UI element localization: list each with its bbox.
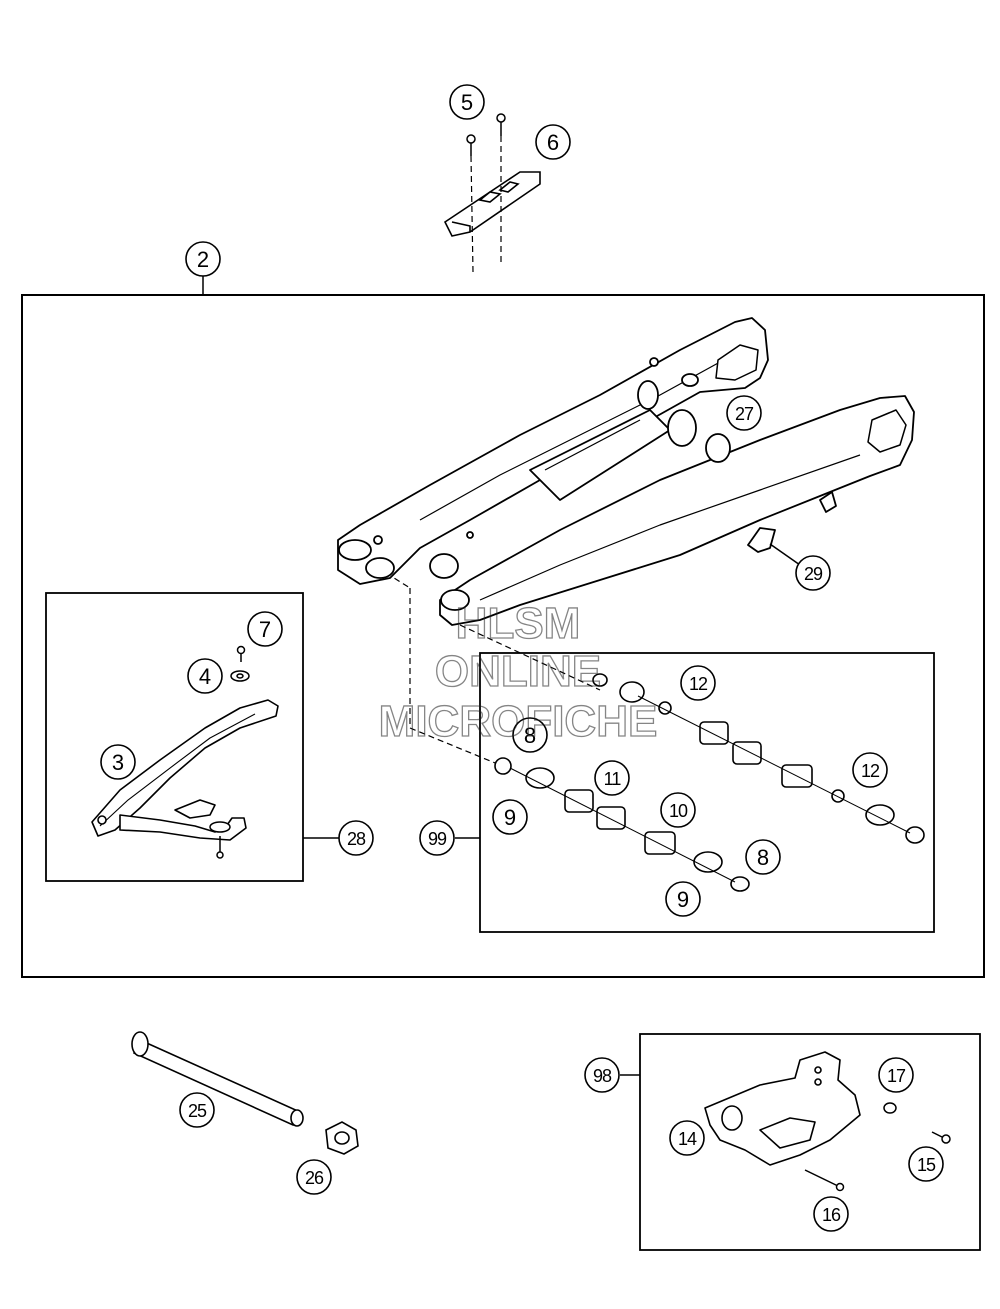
- callout-leaders: [202, 276, 801, 1076]
- part-pivot-shaft: [131, 1031, 304, 1127]
- callout-circle: [187, 658, 223, 694]
- callout-16: 16: [813, 1196, 849, 1232]
- watermark-text: ONLINE: [435, 647, 601, 696]
- callout-number: 12: [689, 674, 708, 694]
- callout-6: 6: [535, 124, 571, 160]
- callout-number: 14: [678, 1129, 697, 1149]
- part-chain-guide: [704, 1051, 861, 1166]
- callout-number: 15: [917, 1155, 936, 1175]
- callout-27: 27: [726, 395, 762, 431]
- callout-8-upper: 8: [512, 717, 548, 753]
- callout-circle: [795, 555, 831, 591]
- callout-99: 99: [419, 820, 455, 856]
- callout-5: 5: [449, 84, 485, 120]
- callout-circle: [185, 241, 221, 277]
- callout-circle: [512, 717, 548, 753]
- callout-29: 29: [795, 555, 831, 591]
- part-bolts-5: [466, 113, 506, 156]
- callout-26: 26: [296, 1159, 332, 1195]
- callout-circle: [296, 1159, 332, 1195]
- callout-number: 2: [197, 247, 209, 272]
- callout-circle: [584, 1057, 620, 1093]
- callout-number: 5: [461, 90, 473, 115]
- callout-9-left: 9: [492, 799, 528, 835]
- callout-number: 28: [347, 829, 366, 849]
- callout-circle: [660, 792, 696, 828]
- callout-circle: [745, 839, 781, 875]
- callout-number: 10: [669, 801, 688, 821]
- callout-11: 11: [594, 760, 630, 796]
- callout-number: 9: [504, 805, 516, 830]
- callout-number: 17: [887, 1066, 906, 1086]
- callout-circle: [179, 1092, 215, 1128]
- group-box-bearing-kit: [479, 652, 935, 933]
- callout-circle: [594, 760, 630, 796]
- part-washer-4-screw-7: [209, 645, 250, 859]
- callout-number: 98: [593, 1066, 612, 1086]
- part-pivot-nut: [325, 1121, 359, 1155]
- callout-circle: [852, 752, 888, 788]
- callout-3: 3: [100, 744, 136, 780]
- callout-circle: [878, 1057, 914, 1093]
- callout-17: 17: [878, 1057, 914, 1093]
- group-box-swingarm: [21, 294, 985, 978]
- callout-circle: [680, 665, 716, 701]
- callout-circle: [492, 799, 528, 835]
- callout-number: 16: [822, 1205, 841, 1225]
- callout-circle: [338, 820, 374, 856]
- callout-98: 98: [584, 1057, 620, 1093]
- part-upper-slider-pad: [443, 171, 541, 237]
- callout-number: 11: [604, 769, 622, 789]
- callout-number: 3: [112, 750, 124, 775]
- callout-circle: [449, 84, 485, 120]
- callout-circle: [535, 124, 571, 160]
- callout-number: 7: [259, 617, 271, 642]
- bearing-kit-axis-lines: [509, 695, 911, 883]
- group-box-chain-slider: [45, 592, 304, 882]
- callout-15: 15: [908, 1146, 944, 1182]
- callout-28: 28: [338, 820, 374, 856]
- callout-9-lower: 9: [665, 881, 701, 917]
- callout-7: 7: [247, 611, 283, 647]
- part-guide-fasteners: [804, 1102, 951, 1192]
- callout-circle: [665, 881, 701, 917]
- callout-14: 14: [669, 1120, 705, 1156]
- callout-number: 4: [199, 664, 211, 689]
- callout-circle: [669, 1120, 705, 1156]
- callout-circle: [247, 611, 283, 647]
- watermark: HLSM ONLINE MICROFICHE: [378, 598, 658, 746]
- callout-circle: [726, 395, 762, 431]
- callout-2: 2: [185, 241, 221, 277]
- callout-number: 26: [305, 1168, 324, 1188]
- callout-10: 10: [660, 792, 696, 828]
- callout-number: 8: [757, 845, 769, 870]
- group-box-chain-guide: [639, 1033, 981, 1251]
- callout-number: 9: [677, 887, 689, 912]
- callout-circle: [908, 1146, 944, 1182]
- callout-number: 99: [428, 829, 447, 849]
- callout-number: 6: [547, 130, 559, 155]
- part-chain-slider: [91, 699, 279, 841]
- callout-12-upper: 12: [680, 665, 716, 701]
- callout-12-lower: 12: [852, 752, 888, 788]
- callout-circle: [813, 1196, 849, 1232]
- callout-number: 25: [188, 1101, 207, 1121]
- callout-circle: [100, 744, 136, 780]
- callout-circle: [419, 820, 455, 856]
- watermark-text: MICROFICHE: [379, 697, 658, 746]
- part-swingarm: [337, 317, 915, 626]
- callout-number: 27: [735, 404, 754, 424]
- callout-4: 4: [187, 658, 223, 694]
- watermark-text: HLSM: [456, 599, 581, 648]
- callout-number: 12: [861, 761, 880, 781]
- callout-number: 29: [804, 564, 823, 584]
- callout-8-lower: 8: [745, 839, 781, 875]
- callout-number: 8: [524, 723, 536, 748]
- callout-25: 25: [179, 1092, 215, 1128]
